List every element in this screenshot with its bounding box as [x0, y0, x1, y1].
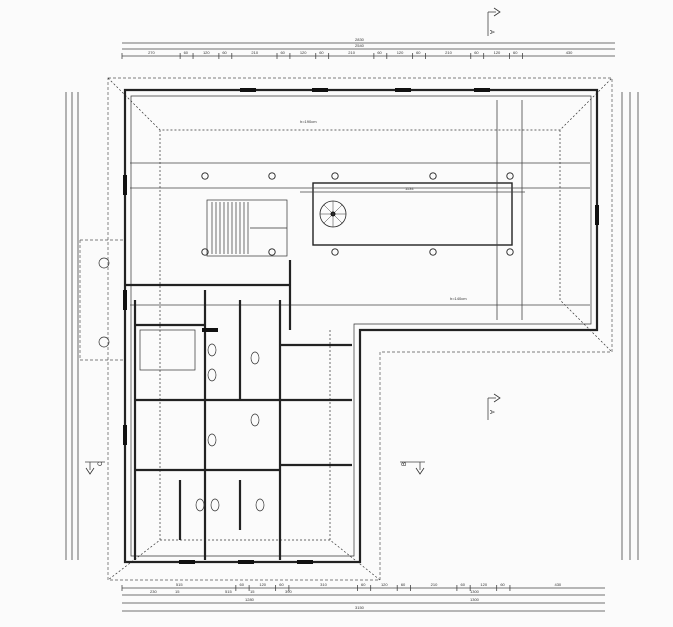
skylight-opening: 1134	[300, 182, 525, 246]
window	[395, 88, 411, 92]
column	[268, 248, 276, 256]
dimension-label: 210	[445, 50, 452, 55]
dimension-label: 210	[431, 582, 438, 587]
svg-text:2540: 2540	[355, 43, 365, 48]
dimension-label: 120	[494, 50, 501, 55]
window	[123, 175, 127, 195]
window	[179, 560, 195, 564]
toilet-fixture	[250, 351, 260, 365]
window	[123, 290, 127, 310]
exterior-walls	[123, 88, 599, 564]
dimension-label: 60	[474, 50, 479, 55]
svg-text:3150: 3150	[355, 605, 365, 610]
column	[429, 248, 437, 256]
dimension-label: 390	[285, 589, 292, 594]
toilet-fixture	[250, 413, 260, 427]
upper-hall-height-label: h=190cm	[300, 119, 317, 124]
section-marker-c: C	[85, 461, 105, 475]
top-dimension-lines: 2830 2540 270 60 120 60 210 60 120 60 210 60 120 60…	[121, 37, 615, 59]
toilet-fixture	[207, 343, 217, 357]
dimension-label: 210	[251, 50, 258, 55]
dimension-label: 430	[554, 582, 561, 587]
dimension-label: 515	[176, 582, 183, 587]
dimension-label: 210	[348, 50, 355, 55]
dimension-label: 60	[377, 50, 382, 55]
window	[595, 205, 599, 225]
section-marker-b: B	[400, 461, 425, 475]
dimension-label: 310	[320, 582, 327, 587]
section-marker-a-top: A	[487, 7, 501, 36]
window	[202, 328, 218, 332]
svg-text:C: C	[98, 461, 104, 466]
dimension-label: 15	[175, 589, 180, 594]
dimension-label: 230	[150, 589, 157, 594]
dimension-label: 15	[250, 589, 255, 594]
dimension-label: 120	[300, 50, 307, 55]
column	[268, 172, 276, 180]
toilet-fixture	[207, 433, 217, 447]
column	[506, 248, 514, 256]
toilet-fixture	[195, 498, 205, 512]
dimension-label: 60	[184, 50, 189, 55]
dimension-label: 60	[319, 50, 324, 55]
svg-text:A: A	[488, 410, 494, 414]
left-dimension-lines	[65, 92, 79, 560]
dimension-label: 60	[361, 582, 366, 587]
svg-text:1300: 1300	[470, 597, 480, 602]
roof-ridges	[107, 77, 613, 581]
dimension-label: 60	[513, 50, 518, 55]
window	[240, 88, 256, 92]
dimension-label: 60	[280, 50, 285, 55]
dimension-label: 430	[566, 50, 573, 55]
interior-walls	[125, 260, 352, 560]
column	[429, 172, 437, 180]
columns	[201, 172, 514, 256]
windows	[123, 88, 599, 564]
dimension-label: 60	[416, 50, 421, 55]
dimension-label: 60	[500, 582, 505, 587]
toilet-fixture	[207, 368, 217, 382]
lower-hall-height-label: h=140cm	[450, 296, 467, 301]
main-staircase	[206, 199, 288, 257]
dimension-label: 1300	[470, 589, 480, 594]
dimension-label: 270	[148, 50, 155, 55]
window	[238, 560, 254, 564]
svg-text:2830: 2830	[355, 37, 365, 42]
svg-text:A: A	[488, 30, 494, 34]
column	[506, 172, 514, 180]
roof-outline	[107, 77, 613, 581]
svg-text:1134: 1134	[405, 186, 414, 191]
window	[297, 560, 313, 564]
bottom-dimension-lines: 515 60 120 60 310 60 120 60 210 60 120 60 430 230 15 51…	[121, 582, 605, 612]
dimension-label: 120	[203, 50, 210, 55]
dimension-label: 515	[225, 589, 232, 594]
section-marker-a-bottom: A	[487, 393, 501, 420]
column	[331, 248, 339, 256]
column	[331, 172, 339, 180]
dimension-label: 60	[461, 582, 466, 587]
window	[123, 425, 127, 445]
toilet-fixture	[255, 498, 265, 512]
dimension-label: 120	[480, 582, 487, 587]
dimension-label: 60	[279, 582, 284, 587]
dimension-label: 60	[239, 582, 244, 587]
window	[474, 88, 490, 92]
right-dimension-lines	[621, 92, 639, 560]
dimension-label: 60	[401, 582, 406, 587]
toilet-fixture	[210, 498, 220, 512]
column	[201, 248, 209, 256]
column	[201, 172, 209, 180]
dimension-label: 120	[259, 582, 266, 587]
dimension-label: 120	[397, 50, 404, 55]
window	[312, 88, 328, 92]
svg-text:1280: 1280	[245, 597, 255, 602]
dimension-label: 60	[222, 50, 227, 55]
dimension-label: 120	[381, 582, 388, 587]
svg-text:B: B	[402, 462, 408, 466]
